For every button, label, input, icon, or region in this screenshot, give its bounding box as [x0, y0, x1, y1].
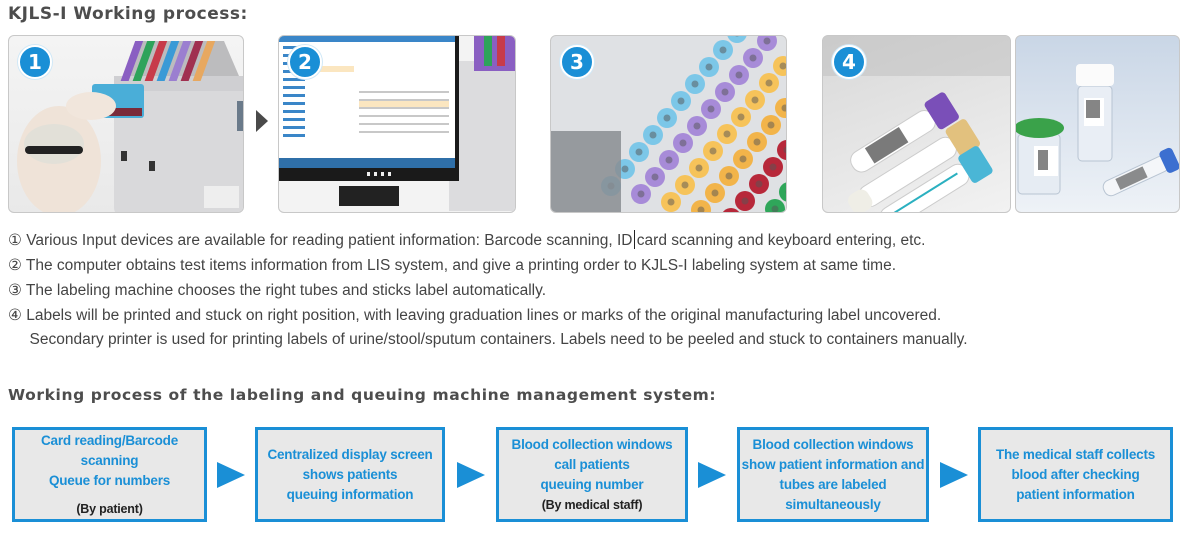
- tube-hole: [763, 37, 771, 45]
- flow-arrow-icon: [457, 462, 485, 488]
- flow-step-collect-blood: The medical staff collects blood after c…: [978, 427, 1173, 522]
- step-badge-1: 1: [18, 45, 52, 79]
- description-step-4: ④ Labels will be printed and stuck on ri…: [8, 307, 942, 324]
- step-1-image: 1: [8, 35, 244, 213]
- tube-hole: [755, 180, 763, 188]
- flow-text: Queue for numbers: [48, 472, 171, 488]
- tube-hole: [765, 79, 773, 87]
- tube-hole: [739, 155, 747, 163]
- flow-text: queuing number: [540, 476, 644, 492]
- flow-text: simultaneously: [785, 496, 881, 512]
- flow-step-tubes-labeled: Blood collection windows show patient in…: [737, 427, 929, 522]
- tube-hole: [681, 181, 689, 189]
- tube-rows-illustration: [551, 36, 786, 212]
- tube-hole: [665, 156, 673, 164]
- tube-cap: [691, 200, 711, 212]
- flow-text: queuing information: [286, 486, 414, 502]
- tube-cap: [775, 98, 786, 118]
- tube-hole: [679, 139, 687, 147]
- tube-hole: [663, 114, 671, 122]
- flow-text: Blood collection windows: [511, 436, 673, 452]
- tube-hole: [621, 165, 629, 173]
- flow-arrow-icon: [217, 462, 245, 488]
- flow-text: The medical staff collects: [995, 446, 1156, 462]
- tube-hole: [779, 62, 786, 70]
- tube-hole: [721, 88, 729, 96]
- tube-hole: [705, 63, 713, 71]
- flow-text: Centralized display screen: [267, 446, 433, 462]
- containers-image: [1015, 35, 1180, 213]
- flow-text: Blood collection windows: [752, 436, 914, 452]
- step-2-image: 2: [278, 35, 516, 213]
- flow-step-display-screen: Centralized display screen shows patient…: [255, 427, 445, 522]
- flow-step-card-reading: Card reading/Barcode scanning Queue for …: [12, 427, 207, 522]
- urine-container-illustration: [1016, 64, 1179, 197]
- tube-hole: [781, 104, 786, 112]
- tube-cap: [779, 182, 786, 202]
- flow-arrow-icon: [940, 462, 968, 488]
- tube-hole: [711, 189, 719, 197]
- flow-text: blood after checking: [1011, 466, 1140, 482]
- text-cursor: [634, 230, 635, 249]
- step-4-image: 4: [822, 35, 1011, 213]
- step-arrow-icon: [256, 110, 268, 132]
- tube-hole: [709, 147, 717, 155]
- step-badge-2: 2: [288, 45, 322, 79]
- description-step-3: ③ The labeling machine chooses the right…: [8, 282, 547, 299]
- tube-hole: [741, 197, 749, 205]
- tube-hole: [769, 163, 777, 171]
- description-secondary-printer: Secondary printer is used for printing l…: [8, 331, 968, 348]
- machine-arm: [551, 131, 621, 212]
- tube-cap: [727, 36, 747, 43]
- tube-hole: [691, 80, 699, 88]
- description-step-2: ② The computer obtains test items inform…: [8, 257, 897, 274]
- tube-hole: [637, 190, 645, 198]
- flow-text: Card reading/Barcode scanning: [40, 432, 179, 468]
- tube-hole: [751, 96, 759, 104]
- scanner-machine-illustration: [17, 41, 243, 212]
- flow-title: Working process of the labeling and queu…: [8, 386, 717, 404]
- tube-hole: [707, 105, 715, 113]
- flow-arrow-icon: [698, 462, 726, 488]
- flow-text: show patient information and: [741, 456, 925, 472]
- step-badge-3: 3: [560, 45, 594, 79]
- flow-text: shows patients: [302, 466, 398, 482]
- tube-hole: [735, 71, 743, 79]
- tube-hole: [735, 36, 739, 37]
- tube-hole: [695, 164, 703, 172]
- tube-hole: [677, 97, 685, 105]
- tube-hole: [749, 54, 757, 62]
- tube-hole: [723, 130, 731, 138]
- tube-hole: [649, 131, 657, 139]
- step-3-image: 3: [550, 35, 787, 213]
- flow-note: (By patient): [76, 501, 143, 516]
- tube-hole: [785, 190, 786, 194]
- tube-hole: [737, 113, 745, 121]
- flow-text: patient information: [1016, 486, 1135, 502]
- tube-hole: [767, 121, 775, 129]
- tube-hole: [771, 205, 779, 212]
- description-step-1: ① Various Input devices are available fo…: [8, 232, 926, 249]
- tube-cap: [777, 140, 786, 160]
- flow-step-call-patients: Blood collection windows call patients q…: [496, 427, 688, 522]
- tube-hole: [693, 122, 701, 130]
- tube-hole: [725, 172, 733, 180]
- step-badge-4: 4: [832, 45, 866, 79]
- tube-hole: [697, 206, 705, 212]
- tube-hole: [635, 148, 643, 156]
- tube-hole: [651, 173, 659, 181]
- tube-hole: [753, 138, 761, 146]
- flow-note: (By medical staff): [541, 497, 643, 512]
- tube-hole: [667, 198, 675, 206]
- flow-text: tubes are labeled: [779, 476, 887, 492]
- flow-text: call patients: [554, 456, 630, 472]
- tube-hole: [783, 146, 786, 154]
- page-title: KJLS-I Working process:: [8, 4, 248, 24]
- tube-hole: [719, 46, 727, 54]
- tube-cap: [723, 208, 739, 212]
